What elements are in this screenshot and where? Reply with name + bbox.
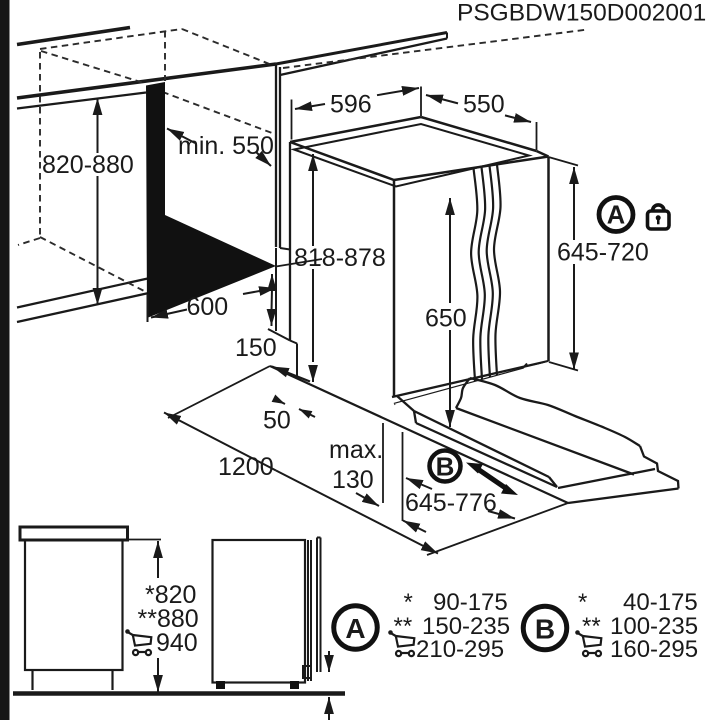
svg-text:PSGBDW150D002001: PSGBDW150D002001 [457,0,706,27]
svg-text:940: 940 [156,629,198,657]
svg-text:645-720: 645-720 [557,239,649,267]
svg-text:**: ** [582,613,601,640]
svg-text:100-235: 100-235 [610,613,698,640]
svg-text:B: B [436,452,455,482]
svg-text:A: A [607,202,625,230]
svg-text:650: 650 [425,305,467,333]
svg-text:150-235: 150-235 [422,613,510,640]
svg-text:160-295: 160-295 [610,636,698,663]
svg-text:818-878: 818-878 [294,244,386,272]
svg-text:90-175: 90-175 [433,589,508,616]
svg-text:210-295: 210-295 [416,636,504,663]
svg-text:1200: 1200 [218,453,274,481]
svg-text:A: A [345,613,365,644]
svg-text:max.: max. [329,436,383,464]
svg-text:B: B [535,614,555,645]
svg-text:50: 50 [263,407,291,435]
svg-text:*: * [578,589,587,616]
svg-text:596: 596 [330,91,372,119]
svg-text:40-175: 40-175 [623,589,698,616]
svg-text:130: 130 [332,466,374,494]
svg-text:150: 150 [235,334,277,362]
svg-text:820-880: 820-880 [42,151,134,179]
svg-text:**880: **880 [138,605,199,633]
svg-text:645-776: 645-776 [405,489,497,517]
svg-text:*820: *820 [145,581,196,609]
svg-text:550: 550 [463,91,505,119]
svg-text:min. 550: min. 550 [178,132,274,160]
svg-text:**: ** [394,613,413,640]
svg-text:*: * [404,589,413,616]
svg-text:600: 600 [187,293,229,321]
